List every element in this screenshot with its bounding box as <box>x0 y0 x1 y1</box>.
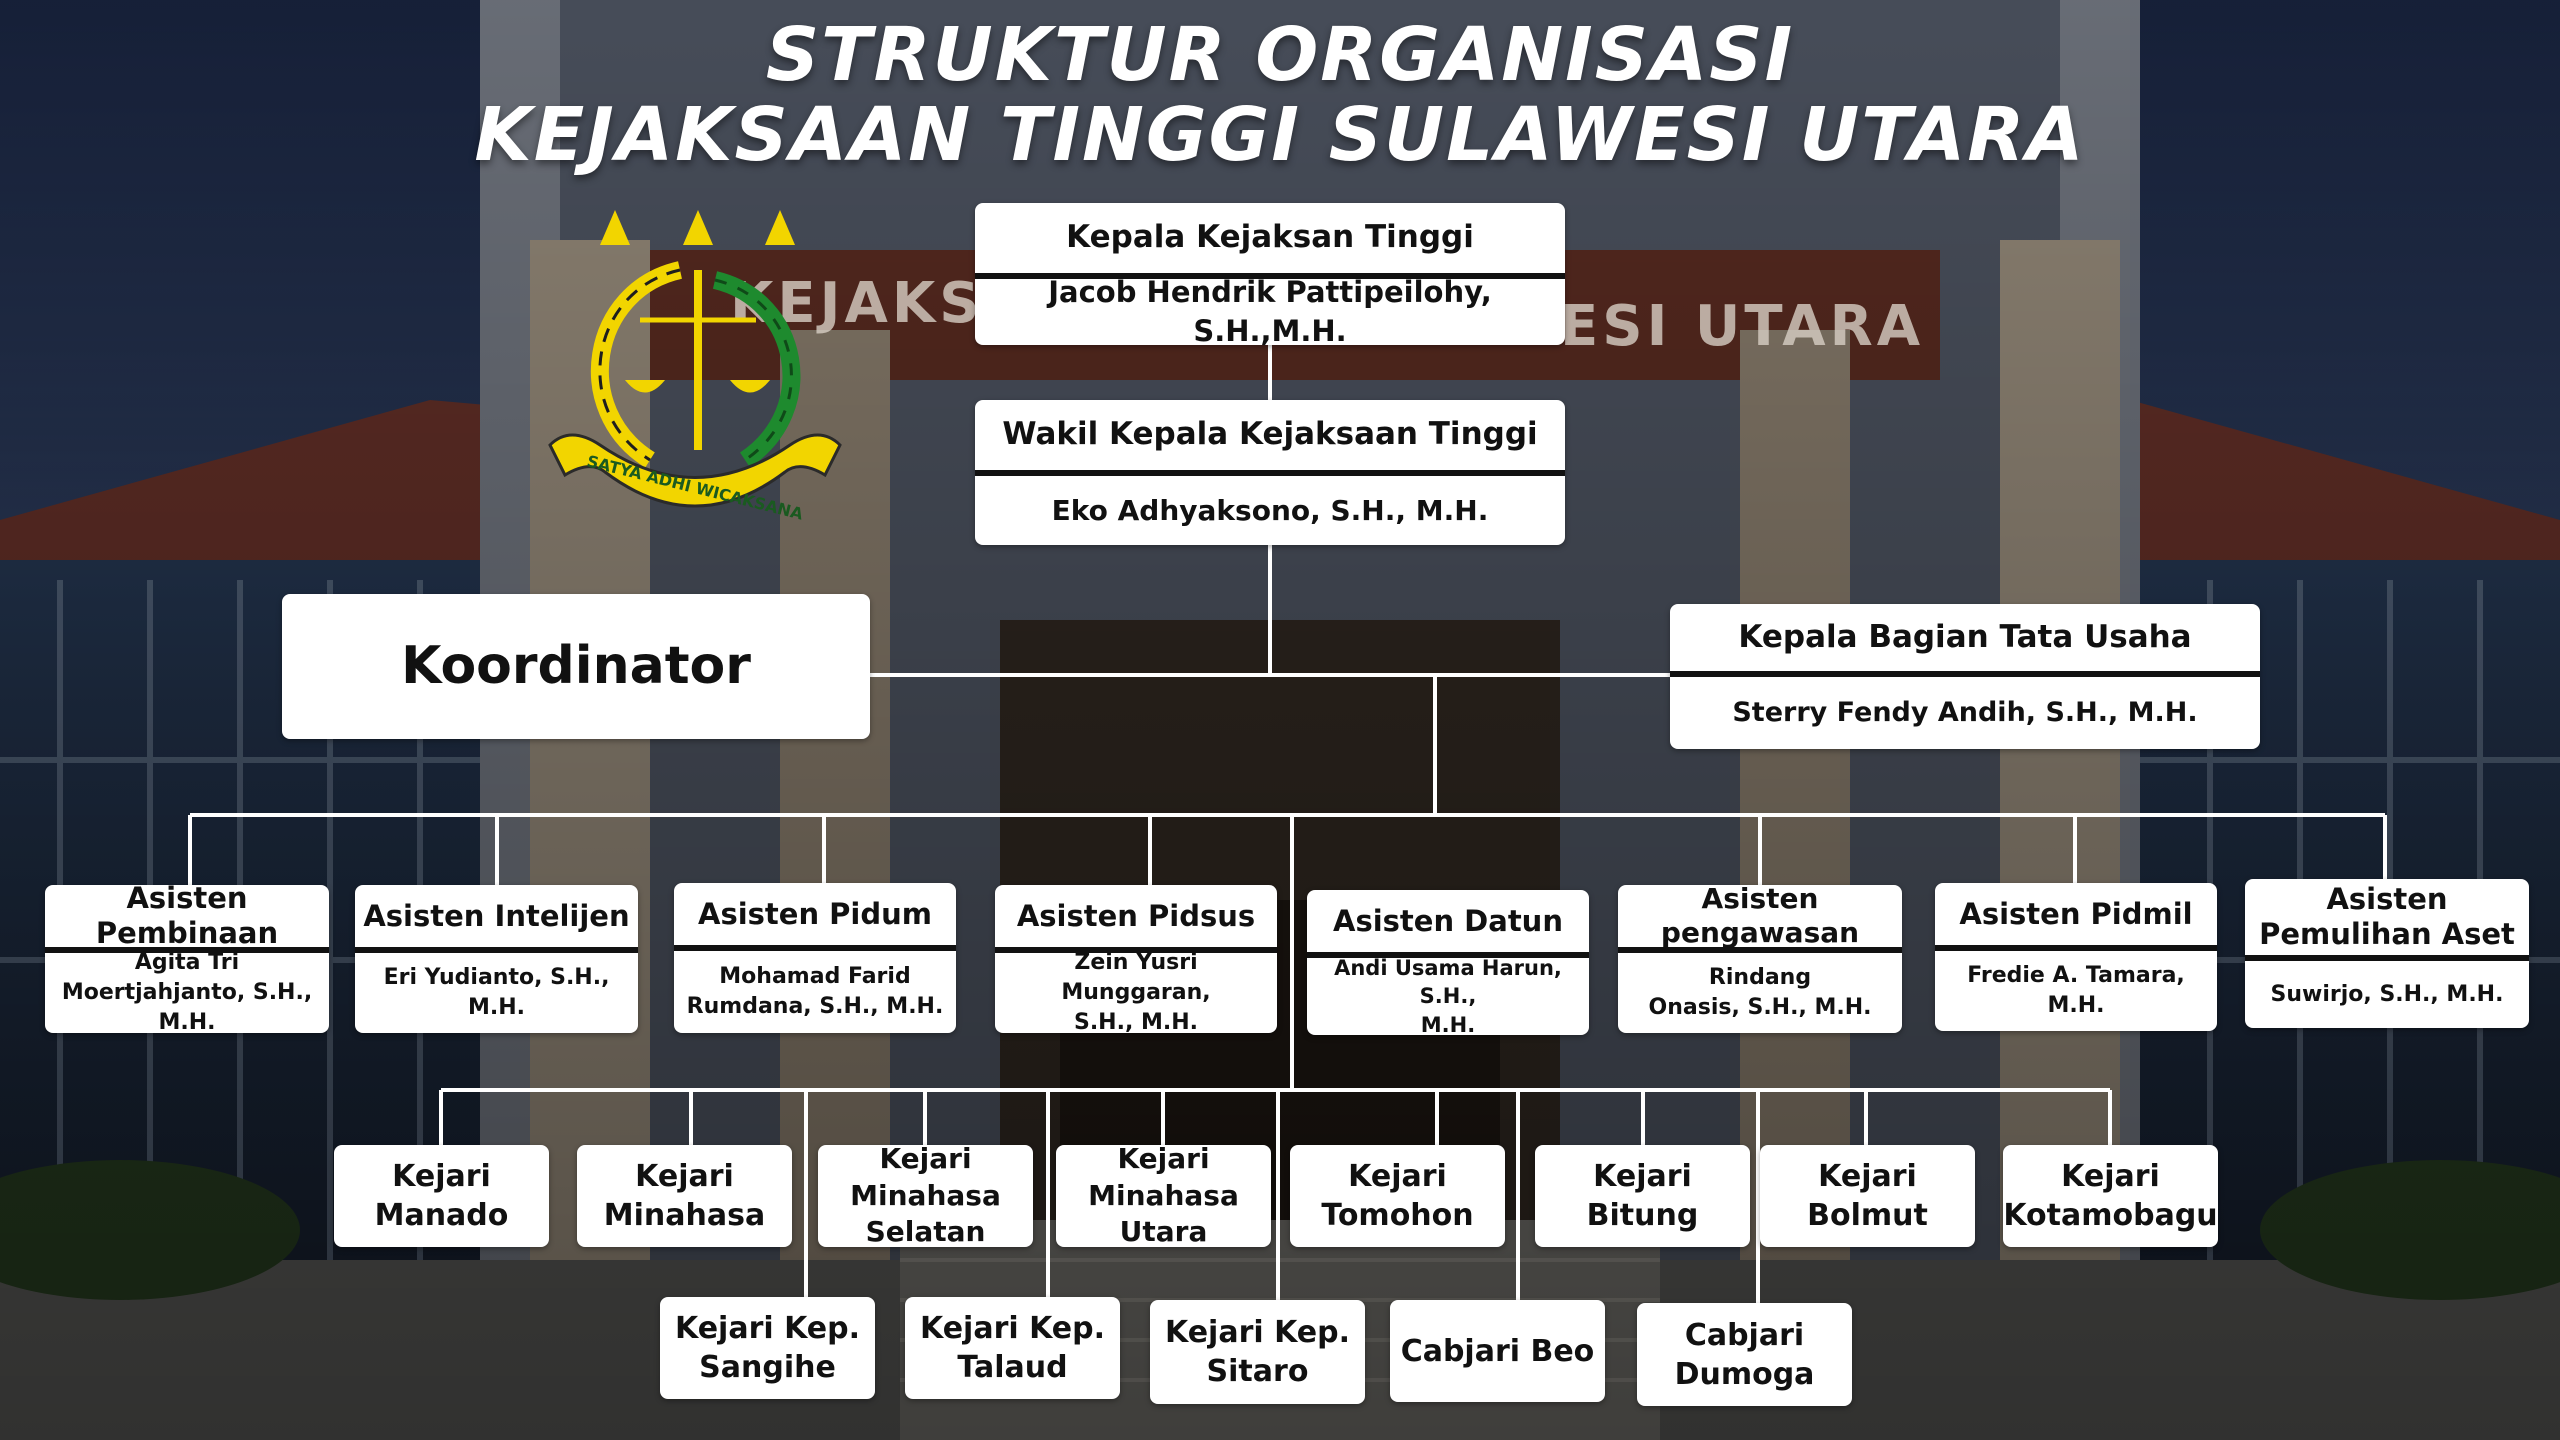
divider <box>1618 947 1902 953</box>
kejari-box: Kejari Minahasa Utara <box>1056 1145 1271 1247</box>
kepala-name: Jacob Hendrik Pattipeilohy, S.H.,M.H. <box>1048 274 1492 345</box>
asisten-name: Fredie A. Tamara, M.H. <box>1967 963 2185 1018</box>
divider <box>975 470 1565 476</box>
asisten-title: Asisten Pidsus <box>1016 898 1256 933</box>
asisten-name: Eri Yudianto, S.H., M.H. <box>383 965 610 1020</box>
asisten-box-pidmil: Asisten Pidmil Fredie A. Tamara, M.H. <box>1935 883 2217 1031</box>
tata-usaha-box: Kepala Bagian Tata Usaha Sterry Fendy An… <box>1670 604 2260 749</box>
divider <box>1670 671 2260 677</box>
chart-title-line-1: STRUKTUR ORGANISASI <box>765 12 1795 98</box>
asisten-box-pidum: Asisten Pidum Mohamad Farid Rumdana, S.H… <box>674 883 956 1033</box>
asisten-title: Asisten Pidum <box>698 896 932 931</box>
kejari-box: Cabjari Beo <box>1390 1300 1605 1402</box>
kejari-box: Kejari Tomohon <box>1290 1145 1505 1247</box>
asisten-box-pengawasan: Asisten pengawasan Rindang Onasis, S.H.,… <box>1618 885 1902 1033</box>
asisten-name: Mohamad Farid Rumdana, S.H., M.H. <box>686 964 944 1019</box>
kejari-box: Kejari Minahasa <box>577 1145 792 1247</box>
kejari-box: Kejari Kep. Sangihe <box>660 1297 875 1399</box>
tata-usaha-title: Kepala Bagian Tata Usaha <box>1738 618 2192 655</box>
asisten-title: Asisten Intelijen <box>363 898 630 933</box>
kejari-box: Kejari Kep. Sitaro <box>1150 1300 1365 1404</box>
divider <box>1307 952 1589 958</box>
asisten-box-pemulihan-aset: Asisten Pemulihan Aset Suwirjo, S.H., M.… <box>2245 879 2529 1028</box>
asisten-title: Asisten Pemulihan Aset <box>2259 882 2515 951</box>
divider <box>674 945 956 951</box>
wakil-title: Wakil Kepala Kejaksaan Tinggi <box>1002 416 1538 453</box>
wakil-name: Eko Adhyaksono, S.H., M.H. <box>1051 493 1489 527</box>
asisten-name: Andi Usama Harun, S.H., M.H. <box>1334 955 1562 1035</box>
asisten-name: Suwirjo, S.H., M.H. <box>2270 981 2504 1007</box>
divider <box>355 947 638 953</box>
wakil-kepala-box: Wakil Kepala Kejaksaan Tinggi Eko Adhyak… <box>975 400 1565 545</box>
asisten-title: Asisten pengawasan <box>1660 885 1860 949</box>
kepala-kejaksaan-tinggi-box: Kepala Kejaksan Tinggi Jacob Hendrik Pat… <box>975 203 1565 345</box>
asisten-title: Asisten Pembinaan <box>95 885 279 950</box>
kejari-box: Kejari Bitung <box>1535 1145 1750 1247</box>
divider <box>45 947 329 953</box>
kejari-box: Kejari Minahasa Selatan <box>818 1145 1033 1247</box>
asisten-box-pembinaan: Asisten Pembinaan Agita Tri Moertjahjant… <box>45 885 329 1033</box>
kejari-box: Kejari Manado <box>334 1145 549 1247</box>
divider <box>975 273 1565 279</box>
asisten-title: Asisten Pidmil <box>1959 896 2193 931</box>
asisten-name: Agita Tri Moertjahjanto, S.H., M.H. <box>61 950 313 1033</box>
asisten-name: Rindang Onasis, S.H., M.H. <box>1648 965 1872 1020</box>
asisten-title: Asisten Datun <box>1333 903 1563 938</box>
asisten-box-datun: Asisten Datun Andi Usama Harun, S.H., M.… <box>1307 890 1589 1035</box>
chart-title-line-2: KEJAKSAAN TINGGI SULAWESI UTARA <box>474 92 2086 178</box>
divider <box>995 947 1277 953</box>
kejari-box: Kejari Bolmut <box>1760 1145 1975 1247</box>
kepala-title: Kepala Kejaksan Tinggi <box>1066 219 1474 256</box>
building-sign-right: ESI UTARA <box>1560 294 1924 359</box>
tata-usaha-name: Sterry Fendy Andih, S.H., M.H. <box>1732 696 2198 728</box>
divider <box>2245 955 2529 961</box>
asisten-name: Zein Yusri Munggaran, S.H., M.H. <box>1061 950 1211 1033</box>
kejari-box: Kejari Kep. Talaud <box>905 1297 1120 1399</box>
asisten-box-intelijen: Asisten Intelijen Eri Yudianto, S.H., M.… <box>355 885 638 1033</box>
kejari-box: Cabjari Dumoga <box>1637 1303 1852 1406</box>
asisten-box-pidsus: Asisten Pidsus Zein Yusri Munggaran, S.H… <box>995 885 1277 1033</box>
kejaksaan-emblem-logo <box>548 210 842 508</box>
kejari-box: Kejari Kotamobagu <box>2003 1145 2218 1247</box>
divider <box>1935 945 2217 951</box>
koordinator-box: Koordinator <box>282 594 870 739</box>
